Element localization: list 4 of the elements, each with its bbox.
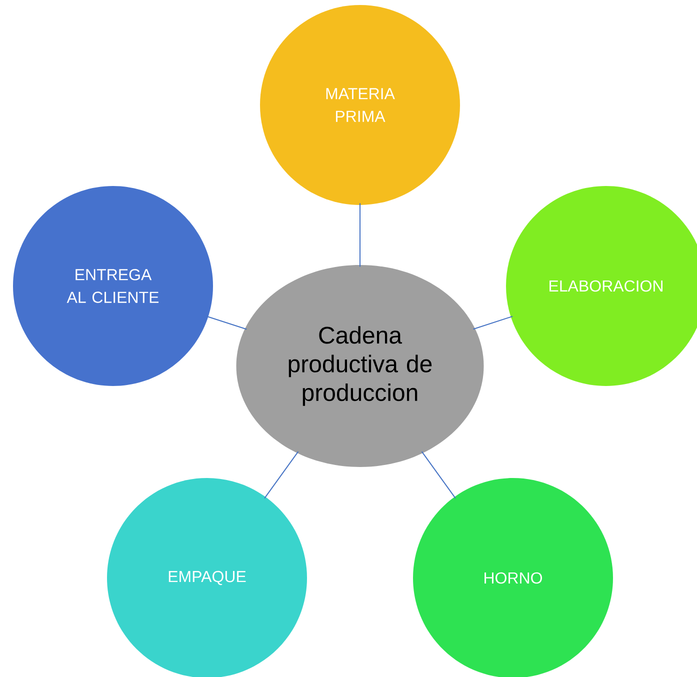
connector-line <box>421 451 456 499</box>
connector-line <box>264 451 299 499</box>
connector-line <box>206 316 248 330</box>
connector-line <box>472 316 514 330</box>
